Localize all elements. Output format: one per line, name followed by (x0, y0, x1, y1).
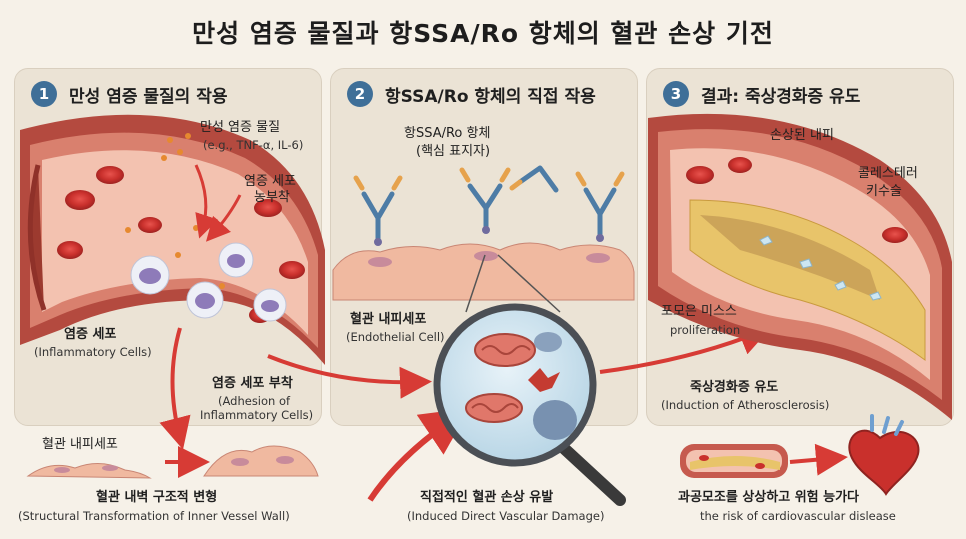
inflam-cells-label: 염증 세포 (64, 327, 117, 342)
mitochondria-icon (465, 332, 577, 440)
direct-damage-en-label: (Induced Direct Vascular Damage) (407, 509, 605, 523)
risk-en-label: the risk of cardiovascular dislease (700, 509, 896, 523)
adhesion-en-label-2: Inflammatory Cells) (200, 408, 314, 422)
endothelium-mid-en-label: (Endothelial Cell) (346, 330, 445, 344)
panel-title: 만성 염증 물질의 작용 (69, 86, 228, 107)
foam-label-1: 포모은 미스스 (661, 304, 737, 319)
athero-en-label: (Induction of Atherosclerosis) (661, 398, 830, 412)
step-badge: 1 (31, 81, 57, 107)
page-title: 만성 염증 물질과 항SSA/Ro 항체의 혈관 손상 기전 (192, 19, 774, 48)
heart-icon (848, 414, 920, 496)
mini-vessel (680, 444, 788, 478)
direct-damage-label: 직접적인 혈관 손상 유발 (420, 490, 554, 505)
endothelium-mid-label: 혈관 내피세포 (350, 312, 427, 327)
cholesterol-label-2: 키수슬 (866, 184, 902, 199)
antibody-label: 항SSA/Ro 항체 (404, 126, 491, 141)
endothelium-left (26, 445, 319, 479)
cholesterol-label-1: 콜레스테러 (858, 166, 918, 181)
athero-label: 죽상경화증 유도 (690, 380, 779, 395)
structural-label: 혈관 내벽 구조적 변형 (96, 490, 218, 505)
adhesion-label: 염증 세포 부착 (212, 376, 293, 391)
antibody-sub-label: (핵심 표지자) (416, 144, 491, 159)
step-badge: 3 (663, 81, 689, 107)
adhesion-short-label: 염증 세포 (244, 174, 296, 189)
cytokine-label: 만성 염증 물질 (200, 120, 281, 135)
red-blood-cell-icon (57, 166, 305, 323)
structural-en-label: (Structural Transformation of Inner Vess… (18, 509, 290, 523)
foam-label-2: proliferation (670, 323, 741, 337)
adhesion-short-label-2: 농부착 (254, 190, 290, 205)
endothelium-left-label: 혈관 내피세포 (42, 437, 118, 452)
damaged-endothelium-label: 손상된 내피 (770, 128, 834, 143)
vessel-3 (648, 113, 952, 420)
white-blood-cell-icon (130, 242, 287, 322)
risk-label: 과공모조를 상상하고 위험 능가다 (678, 490, 860, 505)
panel-title: 항SSA/Ro 항체의 직접 작용 (385, 86, 596, 107)
antibody-icon (353, 165, 625, 246)
endothelium-mid (332, 242, 635, 301)
step-badge: 2 (347, 81, 373, 107)
vessel-1 (20, 114, 325, 365)
cytokine-sub-label: (e.g., TNF-α, IL-6) (203, 138, 304, 152)
panel-title: 결과: 죽상경화증 유도 (701, 86, 861, 107)
adhesion-en-label-1: (Adhesion of (218, 394, 291, 408)
inflam-cells-en-label: (Inflammatory Cells) (34, 345, 152, 359)
